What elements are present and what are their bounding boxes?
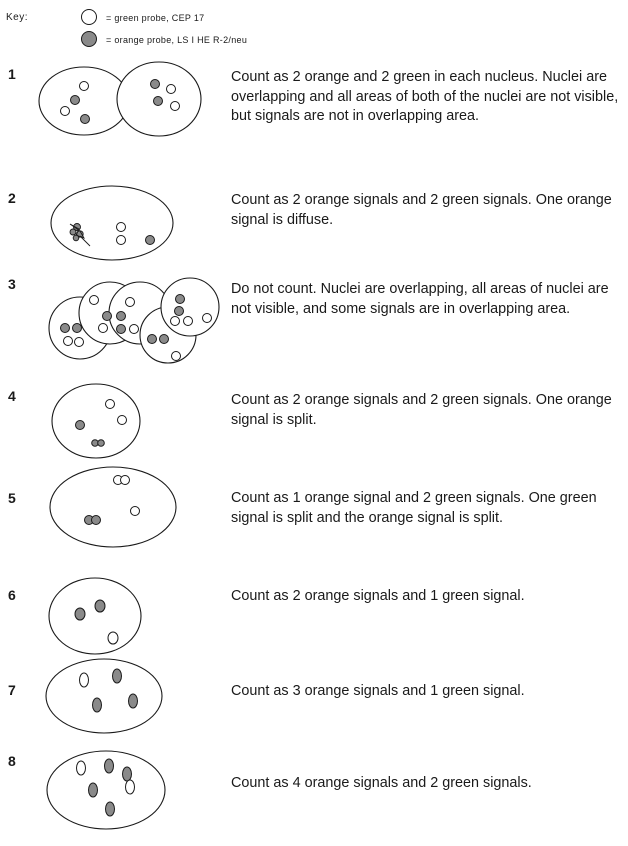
item-1-nuclei (38, 61, 202, 137)
nucleus (49, 466, 177, 548)
item-6-number: 6 (8, 587, 16, 603)
split-orange-signal (97, 439, 105, 447)
orange-signal (174, 306, 184, 316)
orange-signal (153, 96, 163, 106)
green-signal (105, 399, 115, 409)
orange-signal (70, 95, 80, 105)
green-signal (171, 351, 181, 361)
green-signal (170, 101, 180, 111)
green-signal (60, 106, 70, 116)
split-green-signal (120, 475, 130, 485)
item-6-description: Count as 2 orange signals and 1 green si… (231, 588, 525, 604)
split-orange-signal (91, 515, 101, 525)
green-signal (79, 672, 89, 688)
green-probe-key-icon (81, 9, 97, 25)
key-label: Key: (6, 12, 29, 23)
green-signal (125, 779, 135, 795)
green-signal (74, 337, 84, 347)
orange-signal (75, 420, 85, 430)
orange-signal (159, 334, 169, 344)
green-probe-key-text: = green probe, CEP 17 (106, 13, 205, 23)
green-signal (202, 313, 212, 323)
orange-signal (147, 334, 157, 344)
item-5-description: Count as 1 orange signal and 2 green sig… (231, 490, 597, 526)
diffuse-orange-signal (69, 223, 91, 247)
item-8-description: Count as 4 orange signals and 2 green si… (231, 775, 532, 791)
nucleus (50, 185, 174, 261)
nucleus (48, 577, 142, 655)
orange-signal (105, 801, 115, 817)
orange-signal (116, 324, 126, 334)
item-2-description: Count as 2 orange signals and 2 green si… (231, 192, 612, 228)
item-7-description: Count as 3 orange signals and 1 green si… (231, 683, 525, 699)
orange-signal (60, 323, 70, 333)
orange-signal (92, 697, 102, 713)
green-signal (89, 295, 99, 305)
green-signal (183, 316, 193, 326)
green-signal (170, 316, 180, 326)
green-signal (107, 631, 119, 645)
orange-probe-key-text: = orange probe, LS I HE R-2/neu (106, 35, 248, 45)
orange-signal (80, 114, 90, 124)
green-signal (166, 84, 176, 94)
orange-signal (112, 668, 122, 684)
orange-signal (88, 782, 98, 798)
item-1-number: 1 (8, 66, 16, 82)
orange-signal (72, 323, 82, 333)
nucleus (51, 383, 141, 459)
orange-signal (116, 311, 126, 321)
item-8-number: 8 (8, 753, 16, 769)
item-4-description: Count as 2 orange signals and 2 green si… (231, 392, 612, 428)
green-signal (98, 323, 108, 333)
orange-signal (128, 693, 138, 709)
orange-signal (175, 294, 185, 304)
item-1-description: Count as 2 orange and 2 green in each nu… (231, 69, 619, 124)
item-7-number: 7 (8, 682, 16, 698)
green-signal (130, 506, 140, 516)
item-3-description: Do not count. Nuclei are overlapping, al… (231, 281, 609, 317)
green-signal (116, 235, 126, 245)
orange-signal (122, 766, 132, 782)
green-signal (117, 415, 127, 425)
item-4-number: 4 (8, 388, 16, 404)
item-3-number: 3 (8, 276, 16, 292)
orange-signal (102, 311, 112, 321)
item-5-number: 5 (8, 490, 16, 506)
green-signal (63, 336, 73, 346)
green-signal (79, 81, 89, 91)
orange-signal (94, 599, 106, 613)
orange-probe-key-icon (81, 31, 97, 47)
nucleus (45, 658, 163, 734)
green-signal (129, 324, 139, 334)
green-signal (76, 760, 86, 776)
orange-signal (74, 607, 86, 621)
item-2-number: 2 (8, 190, 16, 206)
orange-signal (150, 79, 160, 89)
green-signal (125, 297, 135, 307)
orange-signal (145, 235, 155, 245)
orange-signal (104, 758, 114, 774)
green-signal (116, 222, 126, 232)
